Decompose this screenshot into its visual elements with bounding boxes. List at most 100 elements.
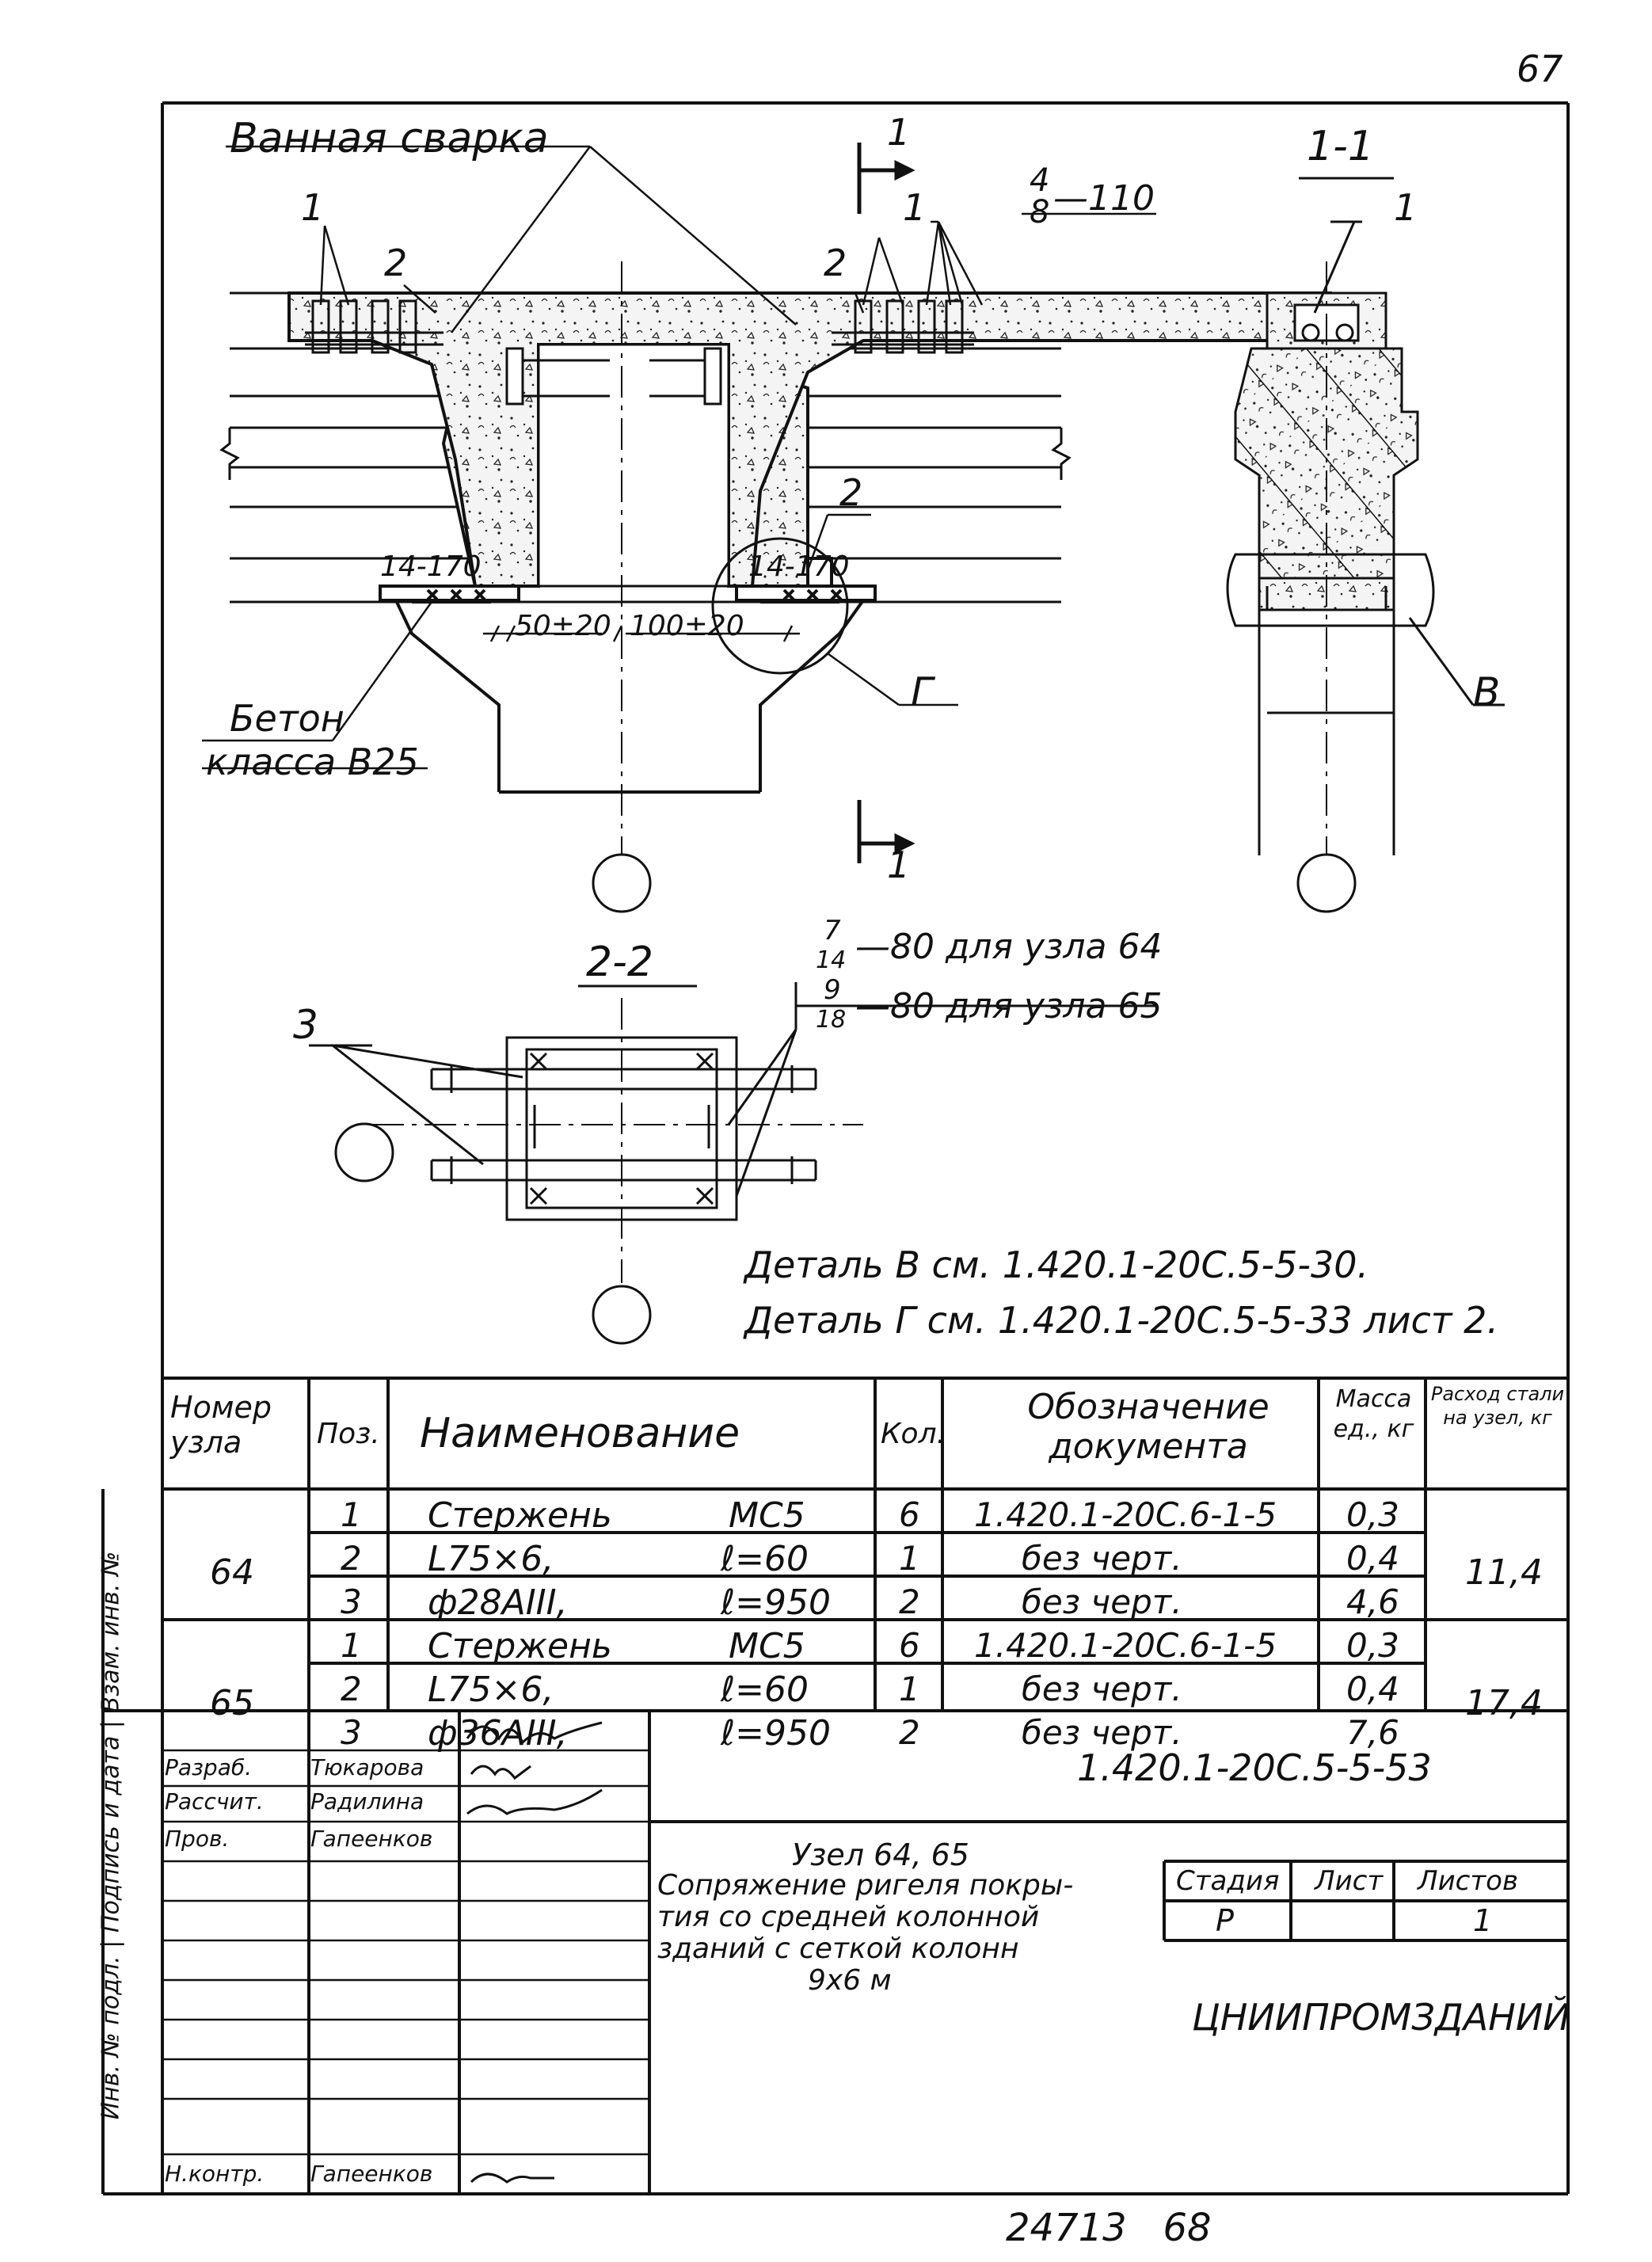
bottom-archive-number: 24713 68: [1006, 2206, 1212, 2250]
callout-frac-bottom: 8: [1030, 194, 1050, 230]
row-64-2-name: L75×6,: [428, 1539, 554, 1579]
row-64-3-name: ф28АIII,: [428, 1582, 568, 1623]
row-65-2-name: L75×6,: [428, 1670, 554, 1710]
row-65-3-name: ф36АIII,: [428, 1713, 568, 1754]
signatures: [466, 1721, 603, 2184]
concrete-label-1: Бетон: [230, 697, 344, 740]
row-65-3-pos: 3: [341, 1713, 362, 1752]
rebar-left: [305, 299, 443, 354]
row-64-3-qty: 2: [899, 1582, 920, 1621]
name-calculated: Радилина: [310, 1788, 424, 1815]
callout-3: 3: [293, 1002, 318, 1048]
row-65-3-doc: без черт.: [1022, 1713, 1182, 1752]
section-1-1-callout: 1: [1394, 186, 1418, 229]
header-mass: Масса ед., кг: [1333, 1385, 1414, 1443]
page-number: 67: [1517, 48, 1563, 90]
weld-left-label: 14-170: [380, 550, 482, 583]
row-65-1-mass: 0,3: [1346, 1626, 1399, 1665]
frac64-top: 7: [824, 915, 841, 946]
section-mark: [857, 143, 915, 863]
dimensions: [483, 625, 800, 642]
organization: ЦНИИПРОМЗДАНИЙ: [1192, 1996, 1570, 2039]
drawing-frame: [103, 101, 1570, 2195]
row-64-1-qty: 6: [899, 1495, 920, 1534]
callout-2b: 2: [824, 242, 847, 284]
dim-100-label: 100±20: [630, 610, 744, 642]
header-qty: Кол.: [881, 1418, 946, 1450]
row-64-2-pos: 2: [341, 1539, 362, 1578]
row-65-1-pos: 1: [341, 1626, 362, 1665]
concrete-label-2: класса В25: [206, 741, 419, 783]
callout-2a: 2: [384, 242, 408, 284]
dim-50-label: 50±20: [515, 610, 611, 642]
callout-1a: 1: [301, 186, 325, 229]
detail-g-label: Г: [911, 669, 933, 715]
section-1-1-title: 1-1: [1307, 123, 1374, 170]
row-64-1-doc: 1.420.1-20С.6-1-5: [974, 1495, 1277, 1534]
role-norm-control: Н.контр.: [165, 2161, 265, 2187]
axis-bubble-section: [1296, 853, 1357, 913]
callout-2c: 2: [839, 471, 863, 514]
header-pos: Поз.: [317, 1418, 380, 1450]
row-64-1-param: МС5: [729, 1495, 805, 1536]
row-65-2-doc: без черт.: [1022, 1670, 1182, 1708]
callout-frac-value: —110: [1053, 178, 1155, 219]
axis-bubble-plan-bottom: [592, 1285, 652, 1345]
sheets-label: Листов: [1418, 1865, 1519, 1897]
node65-note: —80 для узла 65: [855, 986, 1163, 1026]
row-65-1-doc: 1.420.1-20С.6-1-5: [974, 1626, 1277, 1665]
row-65-2-qty: 1: [899, 1670, 920, 1708]
section-1-1: [1226, 177, 1505, 855]
description-line1: Сопряжение ригеля покры-: [657, 1869, 1074, 1902]
bath-welding-label: Ванная сварка: [230, 115, 549, 162]
sheet-label: Лист: [1315, 1865, 1384, 1897]
node64-note: —80 для узла 64: [855, 927, 1163, 967]
section-2-2: [309, 982, 1156, 1221]
side-stamp: Инв. № подл. | Подпись и дата | Взам. ин…: [97, 1551, 125, 2120]
description-line4: 9х6 м: [808, 1964, 892, 1997]
row-65-2-mass: 0,4: [1346, 1670, 1399, 1708]
description-line3: зданий с сеткой колонн: [657, 1933, 1019, 1965]
row-64-3-mass: 4,6: [1346, 1582, 1399, 1621]
callout-1b: 1: [903, 186, 927, 229]
row-65-2-pos: 2: [341, 1670, 362, 1708]
row-65-1-qty: 6: [899, 1626, 920, 1665]
axis-bubble-plan-left: [334, 1122, 394, 1182]
section-mark-top-label: 1: [887, 111, 911, 154]
header-steel: Расход стали на узел, кг: [1430, 1383, 1565, 1429]
steel-64: 11,4: [1465, 1552, 1543, 1593]
section-2-2-title: 2-2: [586, 939, 653, 986]
role-developer: Разраб.: [165, 1754, 253, 1780]
row-64-1-name: Стержень: [428, 1495, 612, 1536]
callout-frac-top: 4: [1030, 162, 1050, 199]
steel-65: 17,4: [1465, 1683, 1543, 1723]
header-name: Наименование: [420, 1410, 740, 1457]
name-developer: Тюкарова: [310, 1754, 424, 1780]
stage-value: Р: [1216, 1903, 1234, 1938]
weld-right-label: 14-170: [748, 550, 850, 583]
row-65-2-param: ℓ=60: [721, 1670, 809, 1710]
leaders: [202, 145, 1156, 770]
row-64-2-param: ℓ=60: [721, 1539, 809, 1579]
row-64-2-doc: без черт.: [1022, 1539, 1182, 1578]
name-norm-control: Гапеенков: [310, 2161, 433, 2187]
axis-bubble-main: [592, 853, 652, 913]
row-64-1-pos: 1: [341, 1495, 362, 1534]
row-64-1-mass: 0,3: [1346, 1495, 1399, 1534]
row-64-3-pos: 3: [341, 1582, 362, 1621]
detail-b-label: В: [1473, 669, 1501, 715]
column-support: [379, 557, 877, 794]
frac65-bottom: 18: [816, 1006, 847, 1034]
header-node: Номер узла: [170, 1390, 272, 1460]
role-checked: Пров.: [165, 1826, 230, 1852]
frac65-top: 9: [824, 974, 841, 1006]
row-64-3-doc: без черт.: [1022, 1582, 1182, 1621]
section-mark-bottom-label: 1: [887, 843, 911, 886]
node-65: 65: [210, 1683, 254, 1723]
name-checked: Гапеенков: [310, 1826, 433, 1852]
row-64-2-mass: 0,4: [1346, 1539, 1399, 1578]
row-64-2-qty: 1: [899, 1539, 920, 1578]
doc-code: 1.420.1-20С.5-5-53: [1077, 1746, 1432, 1789]
sheets-value: 1: [1473, 1903, 1493, 1938]
